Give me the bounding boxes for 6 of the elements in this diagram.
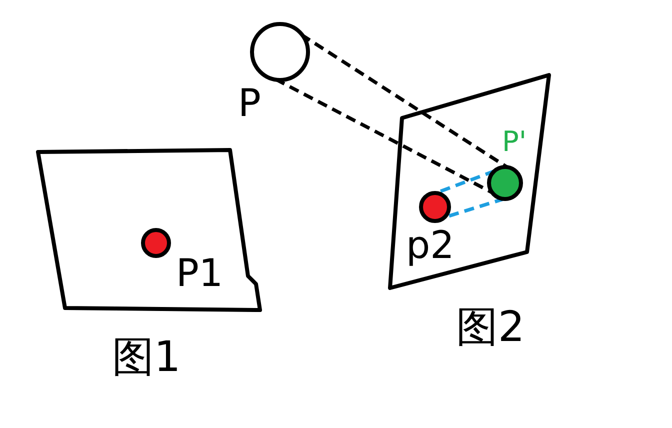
point-label: P1 (176, 254, 224, 292)
figure-caption: 图1 (112, 336, 181, 378)
point-label: p2 (406, 226, 454, 264)
figure-caption: 图2 (456, 306, 525, 348)
point-label: P' (502, 128, 527, 156)
point-label: P (238, 84, 261, 122)
